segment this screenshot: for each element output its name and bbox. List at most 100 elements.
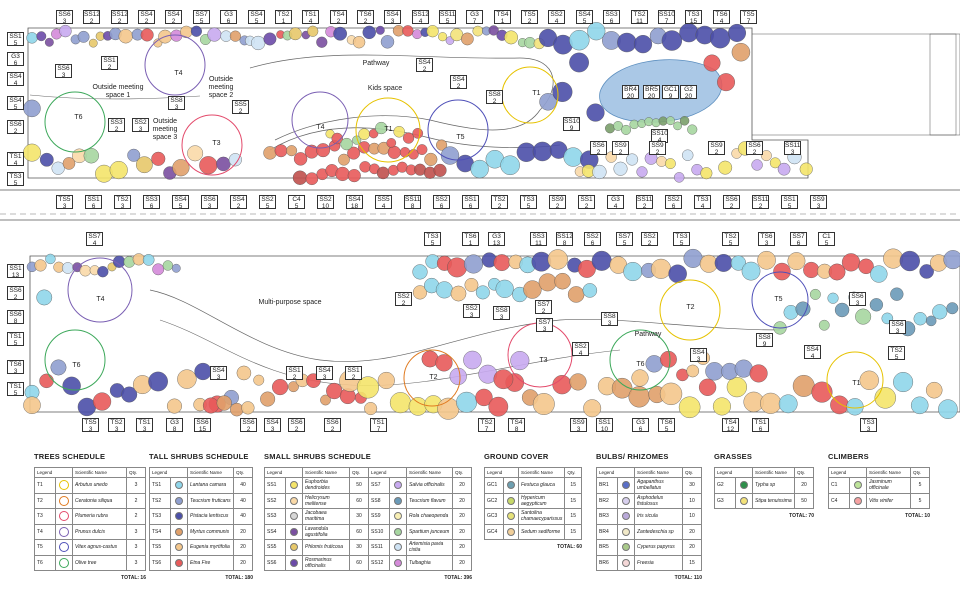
plant-tag-qty: 3	[390, 18, 395, 25]
plant-symbol	[412, 29, 423, 40]
plant-symbol	[62, 376, 81, 396]
plant-symbol	[152, 263, 165, 276]
quantity: 60	[349, 523, 370, 540]
plant-tag-code: SS7	[538, 319, 551, 326]
plant-tag-qty: 6	[796, 240, 801, 247]
scientific-name: Festuca glauca	[517, 477, 566, 494]
plant-tag-code: SS12	[84, 11, 100, 18]
plant-symbol	[190, 25, 202, 37]
legend-symbol-icon	[622, 496, 630, 505]
plant-symbol	[286, 145, 298, 157]
plant-tag-qty: 5	[13, 340, 18, 347]
plant-symbol	[148, 371, 168, 392]
plant-tag-code: TS2	[724, 233, 737, 240]
plant-symbol	[827, 292, 839, 304]
plant-symbol	[611, 377, 633, 399]
scientific-name: Lantana camara	[187, 477, 234, 494]
plant-tag-code: SS4	[318, 367, 331, 374]
plant-tag: T1	[380, 126, 397, 140]
plant-tag-code: T4	[96, 296, 105, 303]
plant-tag-code: SS7	[537, 301, 550, 308]
plant-tag-qty: 3	[174, 104, 179, 111]
plant-tag-code: TS5	[84, 419, 97, 426]
plant-symbol	[177, 369, 197, 389]
plant-symbol	[461, 32, 474, 46]
plant-tag-qty: 6	[609, 18, 614, 25]
plant-symbol	[376, 166, 390, 180]
plant-tag-qty: 5	[265, 203, 270, 210]
plant-symbol	[34, 259, 47, 272]
schedule-header: Legend	[596, 467, 635, 478]
plant-tag-code: SS3	[110, 119, 123, 126]
quantity: 20	[233, 523, 253, 540]
plant-symbol	[347, 169, 361, 183]
plant-tag-code: G3	[636, 419, 645, 426]
quantity: 60	[349, 492, 370, 509]
legend-code: G3	[714, 492, 736, 509]
plant-symbol	[260, 391, 276, 407]
plant-tag-qty: 6	[91, 203, 96, 210]
plant-symbol	[726, 377, 747, 398]
plant-tag-qty: 4	[308, 18, 313, 25]
plant-symbol	[433, 163, 447, 177]
plant-tag-qty: 2	[541, 308, 546, 315]
plant-tag-qty: 13	[11, 272, 20, 279]
plant-symbol	[450, 285, 467, 302]
plant-tag-code: SS1	[783, 196, 796, 203]
plant-tag-qty: 5	[582, 18, 587, 25]
plant-tag-qty: 6	[590, 240, 595, 247]
plant-symbol	[569, 29, 590, 51]
plant-tag-qty: 5	[679, 240, 684, 247]
plant-symbol	[846, 398, 864, 416]
plant-symbol	[36, 289, 53, 306]
plant-symbol	[659, 382, 683, 406]
plant-tag-code: SS4	[692, 349, 705, 356]
scientific-name: Olive tree	[72, 554, 127, 571]
schedule-title: TREES SCHEDULE	[34, 452, 106, 461]
plant-tag-code: SS5	[377, 196, 390, 203]
plant-symbol	[683, 248, 703, 268]
scientific-name: Teucrium fruticans	[187, 492, 234, 509]
plant-tag-qty: 8	[410, 203, 415, 210]
plant-symbol	[718, 160, 733, 175]
plant-tag-code: SS9	[710, 142, 723, 149]
plant-tag-code: TS1	[754, 419, 767, 426]
plant-tag-code: SS6	[9, 287, 22, 294]
plant-symbol	[50, 359, 67, 376]
scientific-name: Lavandula agustifolia	[301, 523, 351, 540]
tree-canopy	[826, 351, 884, 409]
plant-symbol	[23, 396, 41, 414]
plant-tag-qty: 7	[664, 18, 669, 25]
quantity: 40	[233, 492, 253, 509]
plant-tag-code: SS5	[234, 101, 247, 108]
legend-code: GC3	[484, 508, 504, 525]
plant-tag-code: TS5	[523, 11, 536, 18]
plant-symbol	[199, 156, 218, 175]
plant-tag-qty: 8	[13, 318, 18, 325]
plant-tag-qty: 1	[281, 18, 286, 25]
quantity: 3	[126, 554, 146, 571]
